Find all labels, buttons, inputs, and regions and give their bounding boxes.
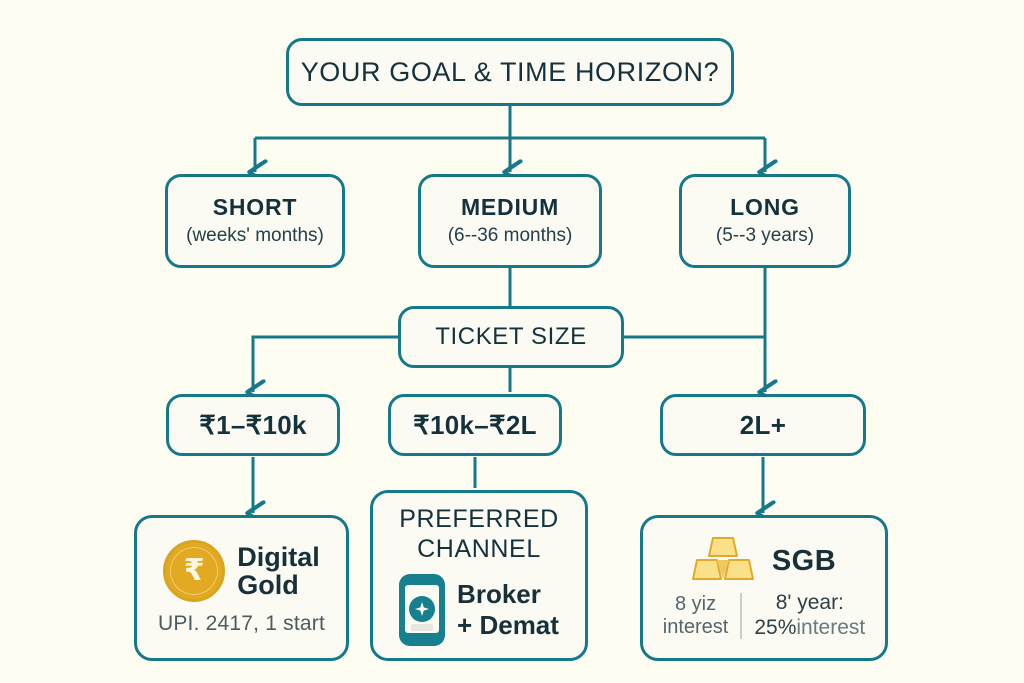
sgb-right-note: 8' year: 25%interest [754,591,865,639]
node-ticket-size[interactable]: TICKET SIZE [398,306,624,368]
root-question-label: YOUR GOAL & TIME HORIZON? [300,56,720,87]
horizon-short-name: SHORT [212,194,298,221]
digital-gold-title-line1: Digital [237,541,320,572]
preferred-channel-heading: PREFERRED CHANNEL [399,505,559,564]
phone-home-bar [411,624,434,631]
sgb-row: SGB [643,536,885,587]
card-preferred-channel[interactable]: PREFERRED CHANNEL Broker + Demat [370,490,588,661]
preferred-channel-heading-line1: PREFERRED [399,505,559,533]
node-root-question[interactable]: YOUR GOAL & TIME HORIZON? [286,38,734,106]
node-horizon-short[interactable]: SHORT (weeks' months) [165,174,345,268]
sgb-details: 8 yiz interest 8' year: 25%interest [663,591,865,639]
digital-gold-subtitle: UPI. 2417, 1 start [157,612,326,635]
node-horizon-long[interactable]: LONG (5--3 years) [679,174,851,268]
mobile-phone-icon [399,574,446,646]
gold-bars-icon [691,536,754,587]
sgb-right-line2: 25%interest [754,616,865,640]
sgb-right-line1: 8' year: [775,591,844,615]
preferred-channel-heading-line2: CHANNEL [417,534,541,563]
gold-coin-icon: ₹ [163,540,226,602]
preferred-channel-option-line2: + Demat [457,610,559,640]
sgb-interest-percent: 25% [754,615,797,639]
digital-gold-title-line2: Gold [237,570,299,600]
horizon-medium-detail: (6--36 months) [447,224,573,246]
sgb-left-note: 8 yiz interest [663,593,729,639]
node-amount-small[interactable]: ₹1–₹10k [166,394,340,456]
sgb-left-line2: interest [662,615,729,638]
digital-gold-title: Digital Gold [237,541,320,600]
gold-coin-glyph: ₹ [183,553,205,588]
amount-small-label: ₹1–₹10k [199,409,307,440]
card-digital-gold[interactable]: ₹ Digital Gold UPI. 2417, 1 start [134,515,349,661]
node-amount-large[interactable]: 2L+ [660,394,866,456]
amount-large-label: 2L+ [739,409,787,440]
preferred-channel-row: Broker + Demat [373,574,585,646]
sgb-interest-word: interest [796,615,866,639]
sgb-divider [740,592,743,639]
node-amount-medium[interactable]: ₹10k–₹2L [388,394,562,456]
sgb-title: SGB [771,545,837,578]
horizon-medium-name: MEDIUM [460,194,560,221]
horizon-short-detail: (weeks' months) [186,224,324,246]
amount-medium-label: ₹10k–₹2L [413,409,537,440]
sgb-left-line1: 8 yiz [674,592,717,615]
horizon-long-detail: (5--3 years) [715,224,815,246]
node-horizon-medium[interactable]: MEDIUM (6--36 months) [418,174,602,268]
digital-gold-row: ₹ Digital Gold [137,540,346,602]
preferred-channel-option: Broker + Demat [457,579,559,641]
preferred-channel-option-line1: Broker [457,578,541,609]
horizon-long-name: LONG [730,194,800,221]
card-sgb[interactable]: SGB 8 yiz interest 8' year: 25%interest [640,515,888,661]
ticket-size-label: TICKET SIZE [435,323,587,350]
